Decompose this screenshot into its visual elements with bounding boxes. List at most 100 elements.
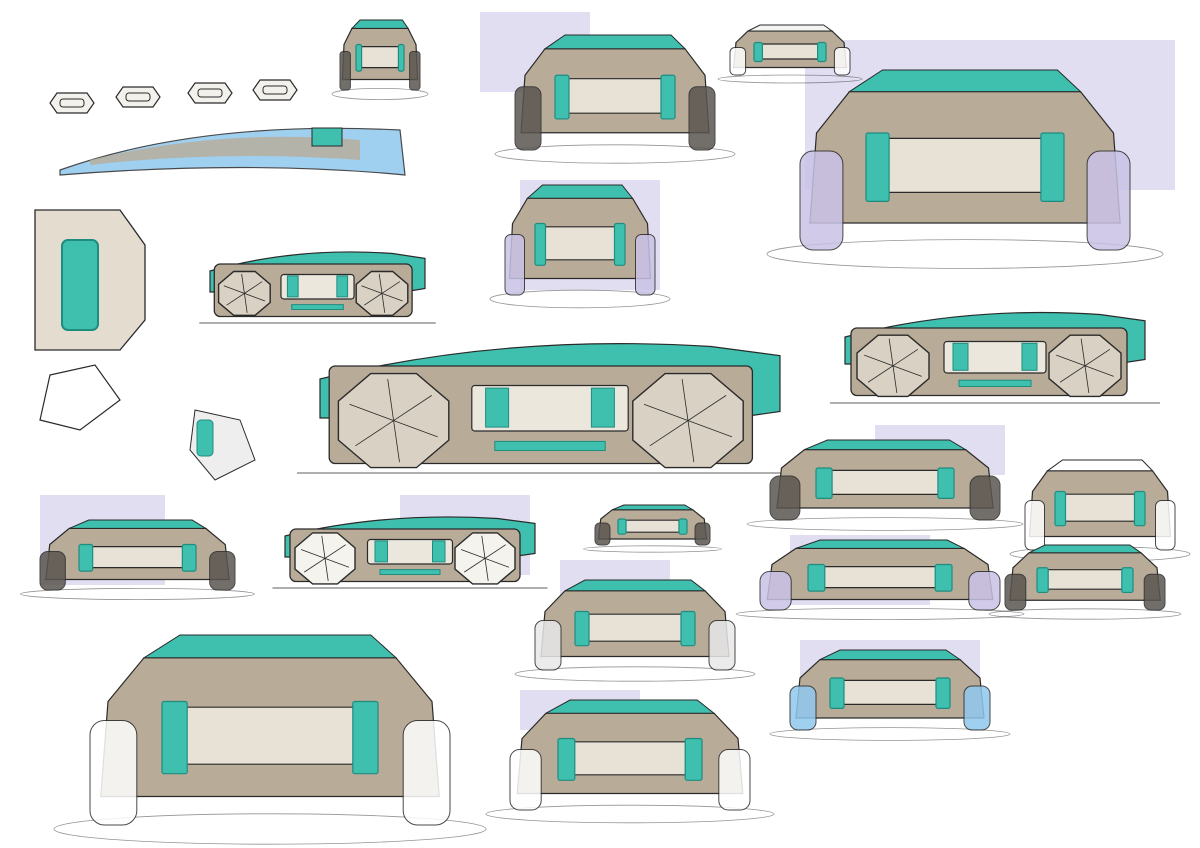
front-panel: [584, 613, 686, 642]
wheel-left: [769, 475, 801, 521]
wheel-left: [514, 86, 542, 151]
car-roof: [819, 649, 962, 661]
light-right: [1021, 342, 1038, 371]
badge-outline: [252, 79, 298, 101]
ground-line: [769, 727, 1011, 741]
wheel-left: [594, 522, 611, 546]
headlight-left: [617, 518, 627, 535]
headlight-left: [753, 41, 763, 63]
headlight-right: [680, 610, 696, 647]
car-roof: [69, 519, 208, 529]
car-roof: [747, 24, 834, 32]
wheel-left: [89, 720, 138, 826]
car-sketch-side: [830, 311, 1160, 404]
badge-outline: [187, 82, 233, 104]
car-sketch: [20, 519, 255, 601]
detail-sketches: [34, 79, 406, 481]
headlight-left: [355, 43, 363, 72]
wheel-spoke: [867, 349, 919, 383]
wheel-left: [759, 571, 792, 611]
car-sketch: [485, 699, 775, 824]
front-panel: [1044, 569, 1126, 590]
car-sketch: [53, 634, 487, 845]
headlight-right: [935, 677, 951, 709]
car-sketch-side: [199, 251, 436, 324]
ground-line: [489, 289, 671, 309]
wheel-light: [196, 419, 214, 457]
wheel-left: [799, 150, 844, 251]
ground-line: [746, 517, 1024, 531]
car-sketches: [20, 19, 1191, 845]
wheel-left: [789, 685, 817, 731]
wheel-right: [694, 522, 711, 546]
wheel-spoke: [363, 281, 401, 306]
wheel-right: [1143, 573, 1166, 611]
headlight-right: [181, 543, 197, 572]
headlight-right: [934, 563, 953, 592]
car-sketch: [514, 579, 756, 682]
headlight-right: [816, 41, 827, 63]
front-panel: [359, 46, 401, 69]
wheel-right: [833, 47, 851, 76]
car-roof: [564, 579, 707, 592]
wheel-right: [409, 51, 421, 91]
front-panel: [839, 679, 941, 705]
center-panel: [280, 273, 355, 300]
car-sketch: [717, 24, 863, 84]
car-roof: [612, 504, 695, 511]
ground-line: [494, 144, 736, 164]
car-sketch-side: [272, 516, 548, 589]
ground-line: [717, 74, 863, 84]
wheel-right: [635, 234, 656, 296]
car-roof: [1045, 459, 1154, 472]
ground-line: [53, 813, 487, 845]
headlight-left: [161, 700, 188, 775]
headlight-right: [613, 222, 626, 266]
front-panel: [759, 43, 821, 60]
wheel-left: [729, 47, 747, 76]
headlight-detail: [115, 86, 161, 108]
headlight-left: [815, 467, 833, 499]
light-right: [336, 275, 349, 298]
car-roof: [795, 539, 965, 549]
wheel-right: [1086, 150, 1131, 251]
lower-light-bar: [291, 304, 344, 310]
headlight-right: [397, 43, 405, 72]
wheel-right: [402, 720, 451, 826]
headlight-detail: [49, 92, 95, 114]
lower-light-bar: [958, 379, 1032, 387]
headlight-left: [865, 132, 890, 203]
wheel-right: [968, 571, 1001, 611]
badge-inner: [125, 92, 151, 102]
light-left: [485, 387, 510, 428]
car-roof: [1028, 544, 1143, 554]
headlight-right: [352, 700, 379, 775]
wheel-left: [504, 234, 525, 296]
car-sketch: [735, 539, 1025, 621]
car-sketch: [583, 504, 722, 553]
wheel-detail: [39, 364, 121, 431]
wheel-spoke: [649, 395, 727, 447]
car-roof: [804, 439, 968, 451]
front-panel: [88, 546, 187, 569]
car-sketch: [766, 69, 1164, 269]
wheel-left: [39, 551, 66, 591]
ground-line: [331, 88, 429, 101]
car-roof: [545, 699, 716, 714]
center-panel: [471, 384, 629, 432]
headlight-left: [807, 563, 826, 592]
light-bar-module: [311, 127, 343, 147]
headlight-left: [554, 74, 570, 120]
car-roof: [142, 634, 398, 659]
light-right: [432, 540, 446, 563]
front-panel: [564, 78, 666, 114]
wheel-spoke: [1059, 349, 1111, 383]
front-panel: [179, 706, 361, 765]
headlight-right: [1133, 490, 1146, 527]
front-panel: [541, 226, 619, 261]
center-panel: [943, 340, 1047, 374]
headlight-left: [1054, 490, 1067, 527]
wheel-left: [509, 749, 542, 811]
light-left: [286, 275, 299, 298]
